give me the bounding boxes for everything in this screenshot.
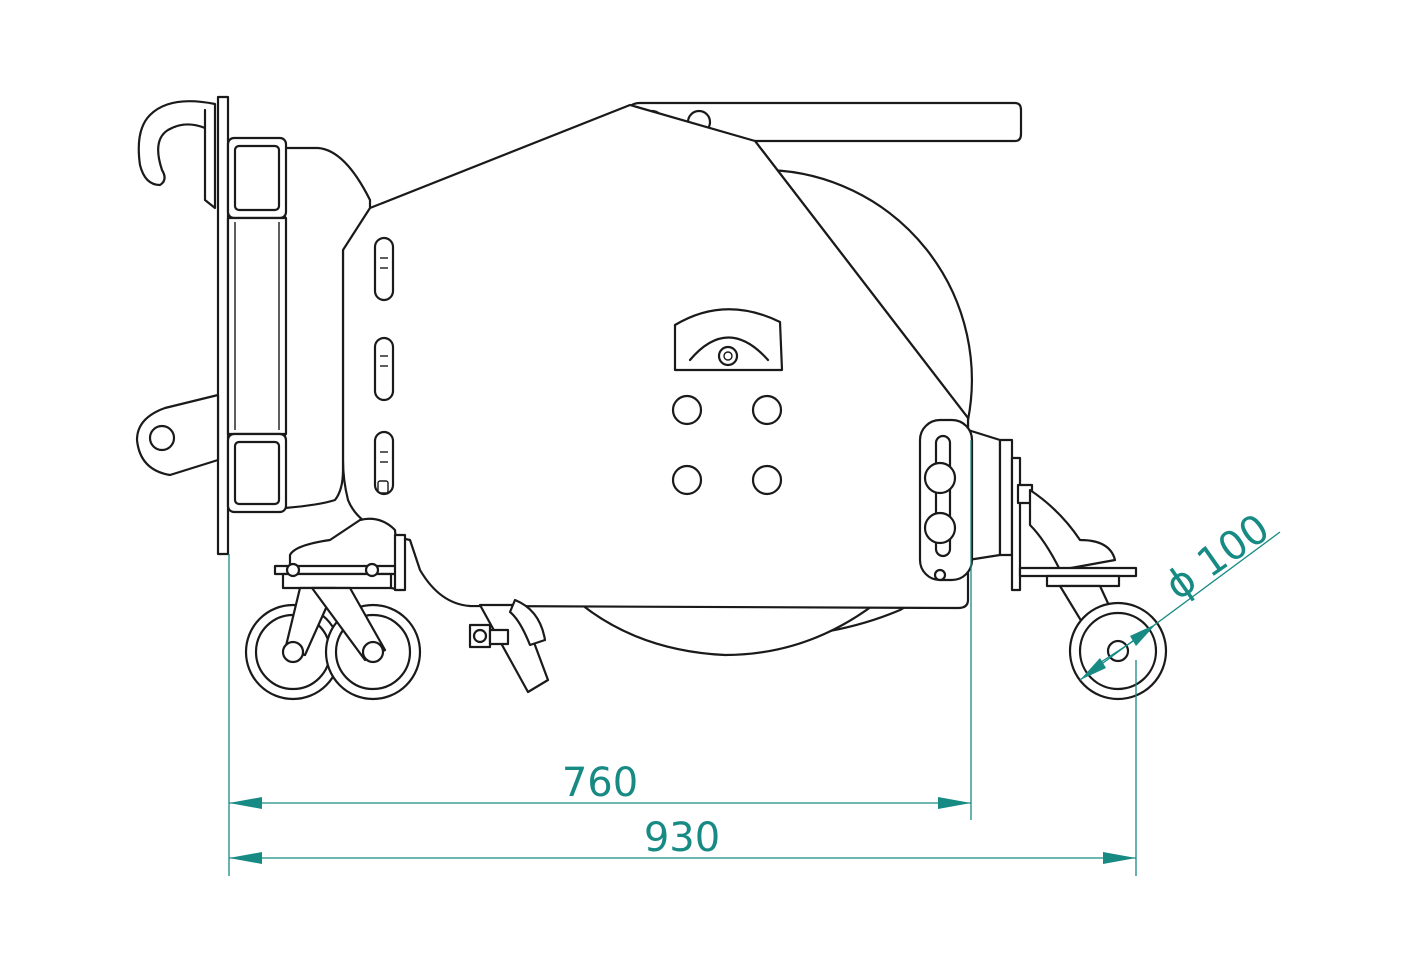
dimension-lines (228, 440, 1281, 876)
front-caster-wheels (244, 517, 422, 701)
wheel-diameter-label: ϕ 100 (1157, 505, 1278, 609)
rear-bracket (918, 418, 1117, 592)
dimension-930-label: 930 (644, 815, 720, 861)
mounting-frame (135, 95, 372, 556)
dimension-760-label: 760 (562, 760, 638, 806)
main-side-plate (341, 103, 970, 610)
lower-bolt-assembly (468, 598, 550, 694)
